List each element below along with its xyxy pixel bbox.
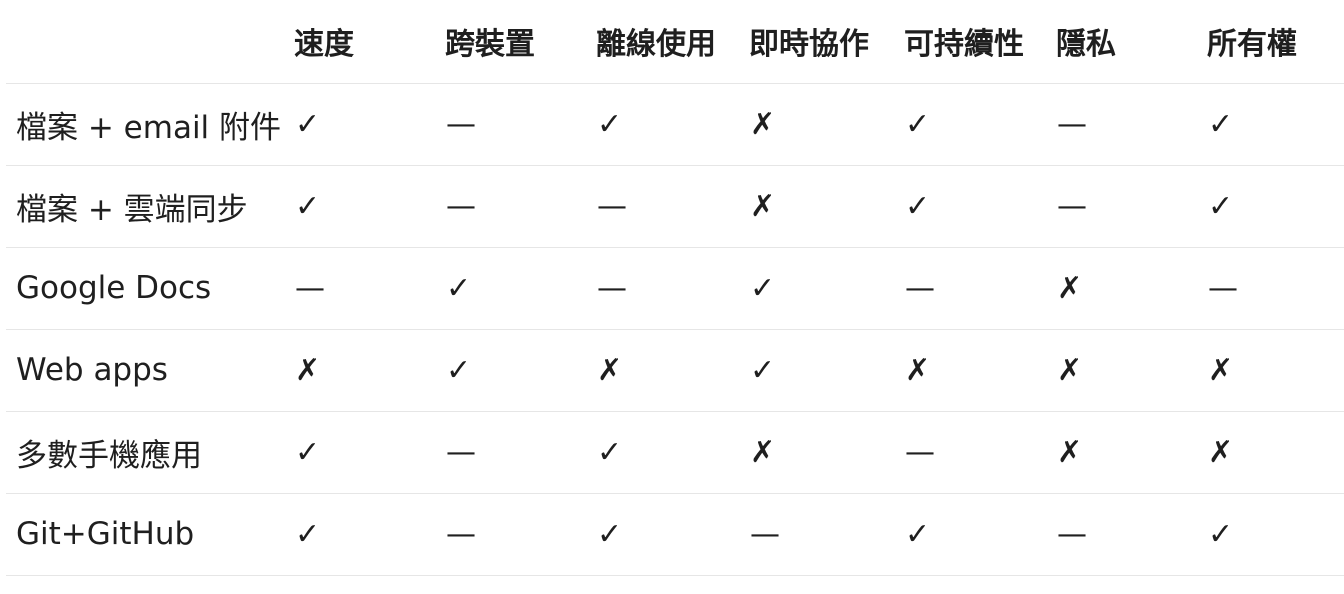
cross-mark-icon-speed: ✗ — [286, 329, 437, 412]
column-header-ownership: 所有權 — [1199, 0, 1344, 84]
check-mark-icon-speed: ✓ — [286, 493, 437, 576]
check-mark-icon-ownership: ✓ — [1199, 83, 1344, 166]
dash-icon-cross-device: — — [437, 165, 588, 248]
dash-icon-privacy: — — [1048, 83, 1199, 166]
table-row: 多數手機應用✓—✓✗—✗✗ — [6, 411, 1344, 494]
column-header-realtime-collab: 即時協作 — [741, 0, 896, 84]
check-mark-icon-ownership: ✓ — [1199, 165, 1344, 248]
row-label: 檔案 + 雲端同步 — [6, 165, 286, 248]
table-row: 檔案 + 雲端同步✓——✗✓—✓ — [6, 165, 1344, 248]
row-label: Google Docs — [6, 247, 286, 330]
row-label: Web apps — [6, 329, 286, 412]
check-mark-icon-sustainability: ✓ — [896, 83, 1048, 166]
check-mark-icon-speed: ✓ — [286, 165, 437, 248]
dash-icon-cross-device: — — [437, 83, 588, 166]
check-mark-icon-ownership: ✓ — [1199, 493, 1344, 576]
column-header-privacy: 隱私 — [1048, 0, 1199, 84]
header-corner — [6, 0, 286, 84]
table-row: 檔案 + email 附件✓—✓✗✓—✓ — [6, 83, 1344, 166]
dash-icon-speed: — — [286, 247, 437, 330]
cross-mark-icon-ownership: ✗ — [1199, 411, 1344, 494]
check-mark-icon-speed: ✓ — [286, 83, 437, 166]
dash-icon-cross-device: — — [437, 493, 588, 576]
check-mark-icon-cross-device: ✓ — [437, 329, 588, 412]
column-header-sustainability: 可持續性 — [896, 0, 1048, 84]
check-mark-icon-realtime-collab: ✓ — [741, 329, 896, 412]
row-label: Git+GitHub — [6, 493, 286, 576]
dash-icon-privacy: — — [1048, 493, 1199, 576]
column-header-offline: 離線使用 — [588, 0, 741, 84]
check-mark-icon-offline: ✓ — [588, 83, 741, 166]
column-header-speed: 速度 — [286, 0, 437, 84]
check-mark-icon-cross-device: ✓ — [437, 247, 588, 330]
cross-mark-icon-privacy: ✗ — [1048, 247, 1199, 330]
cross-mark-icon-offline: ✗ — [588, 329, 741, 412]
dash-icon-privacy: — — [1048, 165, 1199, 248]
dash-icon-ownership: — — [1199, 247, 1344, 330]
row-label: 多數手機應用 — [6, 411, 286, 494]
check-mark-icon-offline: ✓ — [588, 493, 741, 576]
dash-icon-cross-device: — — [437, 411, 588, 494]
cross-mark-icon-realtime-collab: ✗ — [741, 165, 896, 248]
comparison-table: 速度 跨裝置 離線使用 即時協作 可持續性 隱私 所有權 檔案 + email … — [6, 0, 1344, 576]
header-row: 速度 跨裝置 離線使用 即時協作 可持續性 隱私 所有權 — [6, 0, 1344, 84]
cross-mark-icon-realtime-collab: ✗ — [741, 411, 896, 494]
table-row: Git+GitHub✓—✓—✓—✓ — [6, 493, 1344, 576]
table-body: 檔案 + email 附件✓—✓✗✓—✓檔案 + 雲端同步✓——✗✓—✓Goog… — [6, 83, 1344, 576]
dash-icon-sustainability: — — [896, 411, 1048, 494]
cross-mark-icon-privacy: ✗ — [1048, 329, 1199, 412]
row-label: 檔案 + email 附件 — [6, 83, 286, 166]
table-header: 速度 跨裝置 離線使用 即時協作 可持續性 隱私 所有權 — [6, 0, 1344, 84]
check-mark-icon-sustainability: ✓ — [896, 493, 1048, 576]
check-mark-icon-speed: ✓ — [286, 411, 437, 494]
check-mark-icon-realtime-collab: ✓ — [741, 247, 896, 330]
cross-mark-icon-sustainability: ✗ — [896, 329, 1048, 412]
table-row: Google Docs—✓—✓—✗— — [6, 247, 1344, 330]
check-mark-icon-offline: ✓ — [588, 411, 741, 494]
dash-icon-offline: — — [588, 247, 741, 330]
cross-mark-icon-privacy: ✗ — [1048, 411, 1199, 494]
dash-icon-sustainability: — — [896, 247, 1048, 330]
table-row: Web apps✗✓✗✓✗✗✗ — [6, 329, 1344, 412]
column-header-cross-device: 跨裝置 — [437, 0, 588, 84]
check-mark-icon-sustainability: ✓ — [896, 165, 1048, 248]
cross-mark-icon-realtime-collab: ✗ — [741, 83, 896, 166]
dash-icon-realtime-collab: — — [741, 493, 896, 576]
dash-icon-offline: — — [588, 165, 741, 248]
cross-mark-icon-ownership: ✗ — [1199, 329, 1344, 412]
